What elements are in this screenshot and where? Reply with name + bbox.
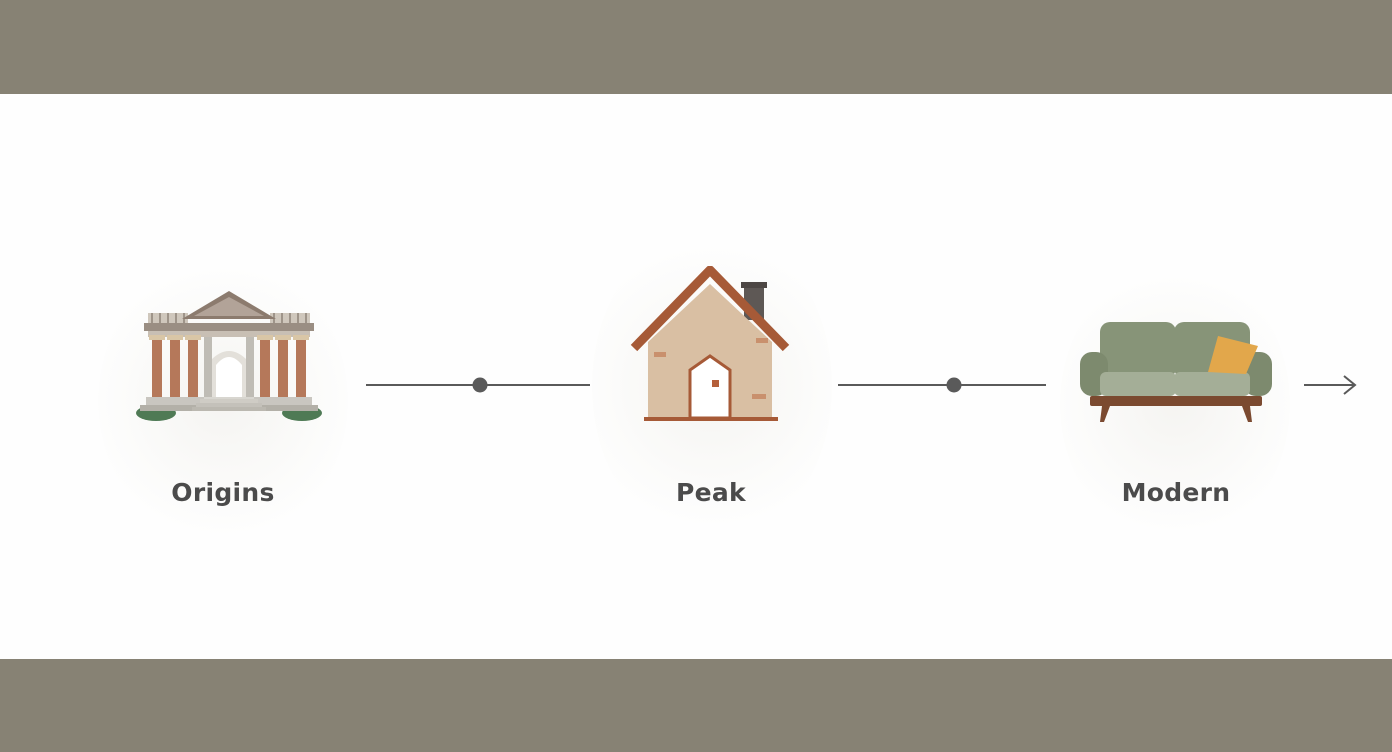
top-band <box>0 0 1392 94</box>
arrow-right-icon <box>1302 373 1360 397</box>
house-icon <box>630 266 792 426</box>
classical-temple-icon <box>132 285 326 425</box>
timeline-connector <box>364 375 592 395</box>
sofa-icon <box>1076 316 1276 428</box>
timeline-connector <box>836 375 1048 395</box>
bottom-band <box>0 659 1392 752</box>
stage-label-peak: Peak <box>676 478 746 507</box>
stage-label-modern: Modern <box>1121 478 1231 507</box>
stage-label-origins: Origins <box>171 478 275 507</box>
